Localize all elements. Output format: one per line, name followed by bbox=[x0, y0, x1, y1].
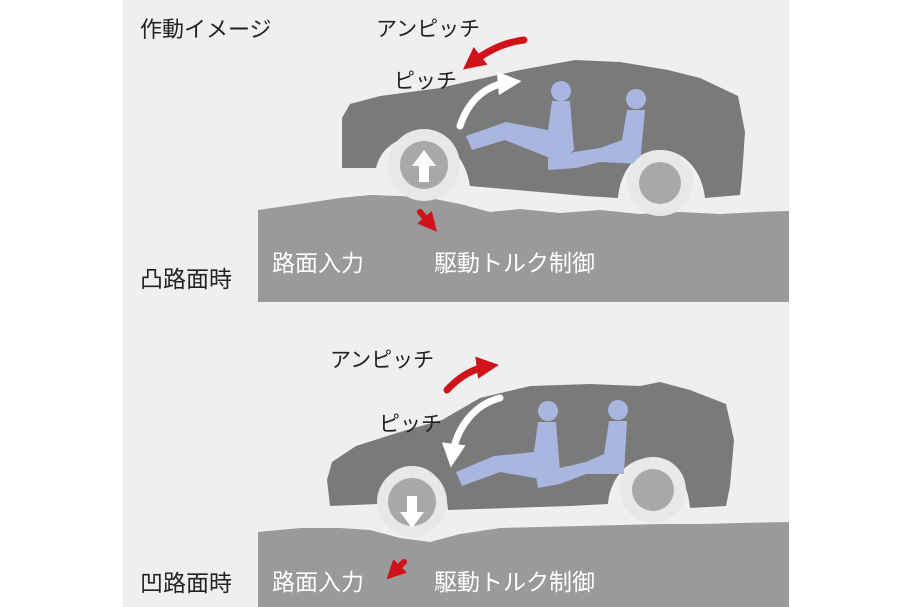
top-rear-wheel bbox=[627, 150, 693, 216]
top-occupants bbox=[466, 81, 646, 170]
bottom-wheel-down-arrow bbox=[400, 496, 424, 528]
bottom-rear-passenger-body bbox=[536, 421, 627, 488]
bottom-torque-label: 駆動トルク制御 bbox=[434, 570, 595, 596]
bottom-anti-pitch-arrow bbox=[443, 356, 499, 394]
bottom-anti-pitch-label: アンピッチ bbox=[330, 348, 434, 372]
bottom-occupants bbox=[456, 400, 628, 488]
bottom-torque-arrow bbox=[386, 559, 407, 580]
top-anti-pitch-arrow bbox=[462, 36, 528, 70]
top-torque-arrow bbox=[417, 209, 437, 232]
bottom-car-body bbox=[327, 382, 734, 510]
bottom-road-input-label: 路面入力 bbox=[272, 570, 364, 596]
bottom-scene: アンピッチ ピッチ 凹路面時 路面入力 駆動トルク制御 bbox=[140, 348, 789, 607]
top-rear-passenger-body bbox=[548, 110, 645, 170]
bottom-rear-passenger-head bbox=[608, 400, 628, 420]
top-road bbox=[258, 195, 789, 302]
bottom-case-label: 凹路面時 bbox=[140, 571, 232, 597]
top-pitch-arrow bbox=[456, 71, 522, 130]
top-driver-head bbox=[551, 81, 571, 101]
top-torque-label: 駆動トルク制御 bbox=[434, 251, 595, 277]
top-anti-pitch-label: アンピッチ bbox=[376, 17, 480, 41]
top-scene: アンピッチ ピッチ 凸路面時 路面入力 駆動トルク制御 bbox=[140, 17, 789, 302]
bottom-pitch-arrow bbox=[441, 394, 504, 468]
bottom-road bbox=[258, 522, 789, 607]
bottom-pitch-label: ピッチ bbox=[379, 412, 442, 436]
diagram-title: 作動イメージ bbox=[140, 18, 272, 43]
top-road-input-label: 路面入力 bbox=[272, 251, 364, 277]
bottom-driver-head bbox=[538, 401, 558, 421]
bottom-driver-body bbox=[456, 422, 560, 486]
bottom-rear-wheel bbox=[620, 457, 686, 523]
top-driver-body bbox=[466, 101, 574, 162]
top-case-label: 凸路面時 bbox=[140, 267, 232, 293]
top-rear-passenger-head bbox=[626, 89, 646, 109]
top-wheel-up-arrow bbox=[412, 150, 436, 182]
top-pitch-label: ピッチ bbox=[394, 69, 457, 93]
